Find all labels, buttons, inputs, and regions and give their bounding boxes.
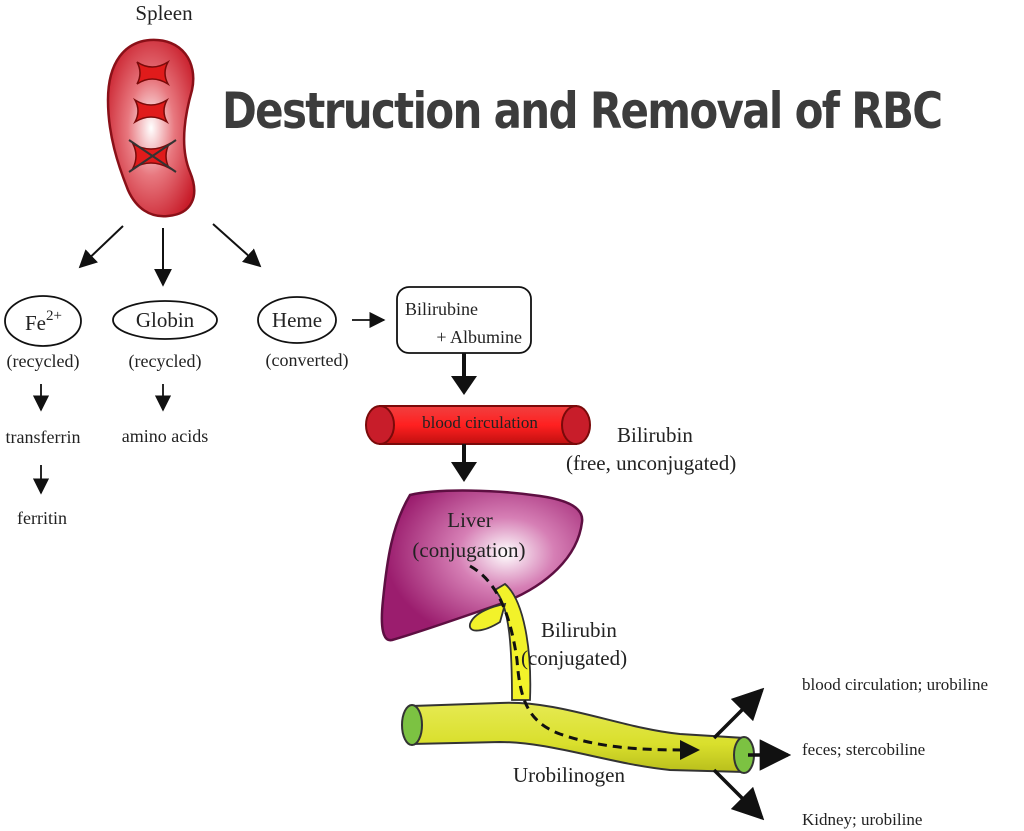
- urobilinogen-label: Urobilinogen: [513, 763, 625, 787]
- arrow-to-heme: [212, 223, 262, 268]
- heme-status: (converted): [266, 350, 349, 371]
- conjugated-bilirubin-line1: Bilirubin: [541, 618, 617, 642]
- globin-label: Globin: [136, 308, 195, 332]
- page-title: Destruction and Removal of RBC: [222, 82, 943, 140]
- vessel-label: blood circulation: [422, 413, 538, 432]
- heme-label: Heme: [272, 308, 322, 332]
- iron-label: Fe2+: [25, 308, 62, 335]
- complex-line1: Bilirubine: [405, 299, 478, 319]
- blood-vessel: [365, 405, 591, 445]
- globin-status: (recycled): [129, 351, 202, 372]
- arrow-to-iron: [78, 225, 124, 269]
- spleen-label: Spleen: [135, 1, 193, 25]
- intestine: [411, 701, 745, 774]
- heme-node: [257, 296, 337, 344]
- bile-flow-path: [469, 564, 689, 752]
- amino-acids-label: amino acids: [122, 426, 208, 446]
- free-bilirubin-line2: (free, unconjugated): [566, 451, 736, 475]
- liver-line2: (conjugation): [412, 538, 525, 562]
- rbc-cell-destroyed: [128, 139, 177, 173]
- iron-status: (recycled): [7, 351, 80, 372]
- rbc-cell-2: [132, 97, 170, 125]
- liver-organ: [380, 489, 584, 642]
- output-kidney-label: Kidney; urobiline: [802, 810, 922, 829]
- ferritin-label: ferritin: [17, 508, 67, 528]
- conjugated-bilirubin-line2: (conjugated): [521, 646, 627, 670]
- gallbladder: [469, 602, 507, 632]
- arrow-to-kidney: [712, 768, 765, 821]
- intestine-start: [401, 704, 423, 746]
- output-feces-label: feces; stercobiline: [802, 740, 925, 759]
- output-blood-label: blood circulation; urobiline: [802, 675, 988, 694]
- transferrin-label: transferrin: [6, 427, 81, 447]
- complex-line2: + Albumine: [436, 327, 522, 347]
- iron-node: [4, 295, 82, 347]
- free-bilirubin-line1: Bilirubin: [617, 423, 693, 447]
- rbc-cell-1: [136, 59, 171, 87]
- liver-line1: Liver: [447, 508, 492, 532]
- arrow-to-blood: [712, 687, 765, 740]
- globin-node: [112, 300, 218, 340]
